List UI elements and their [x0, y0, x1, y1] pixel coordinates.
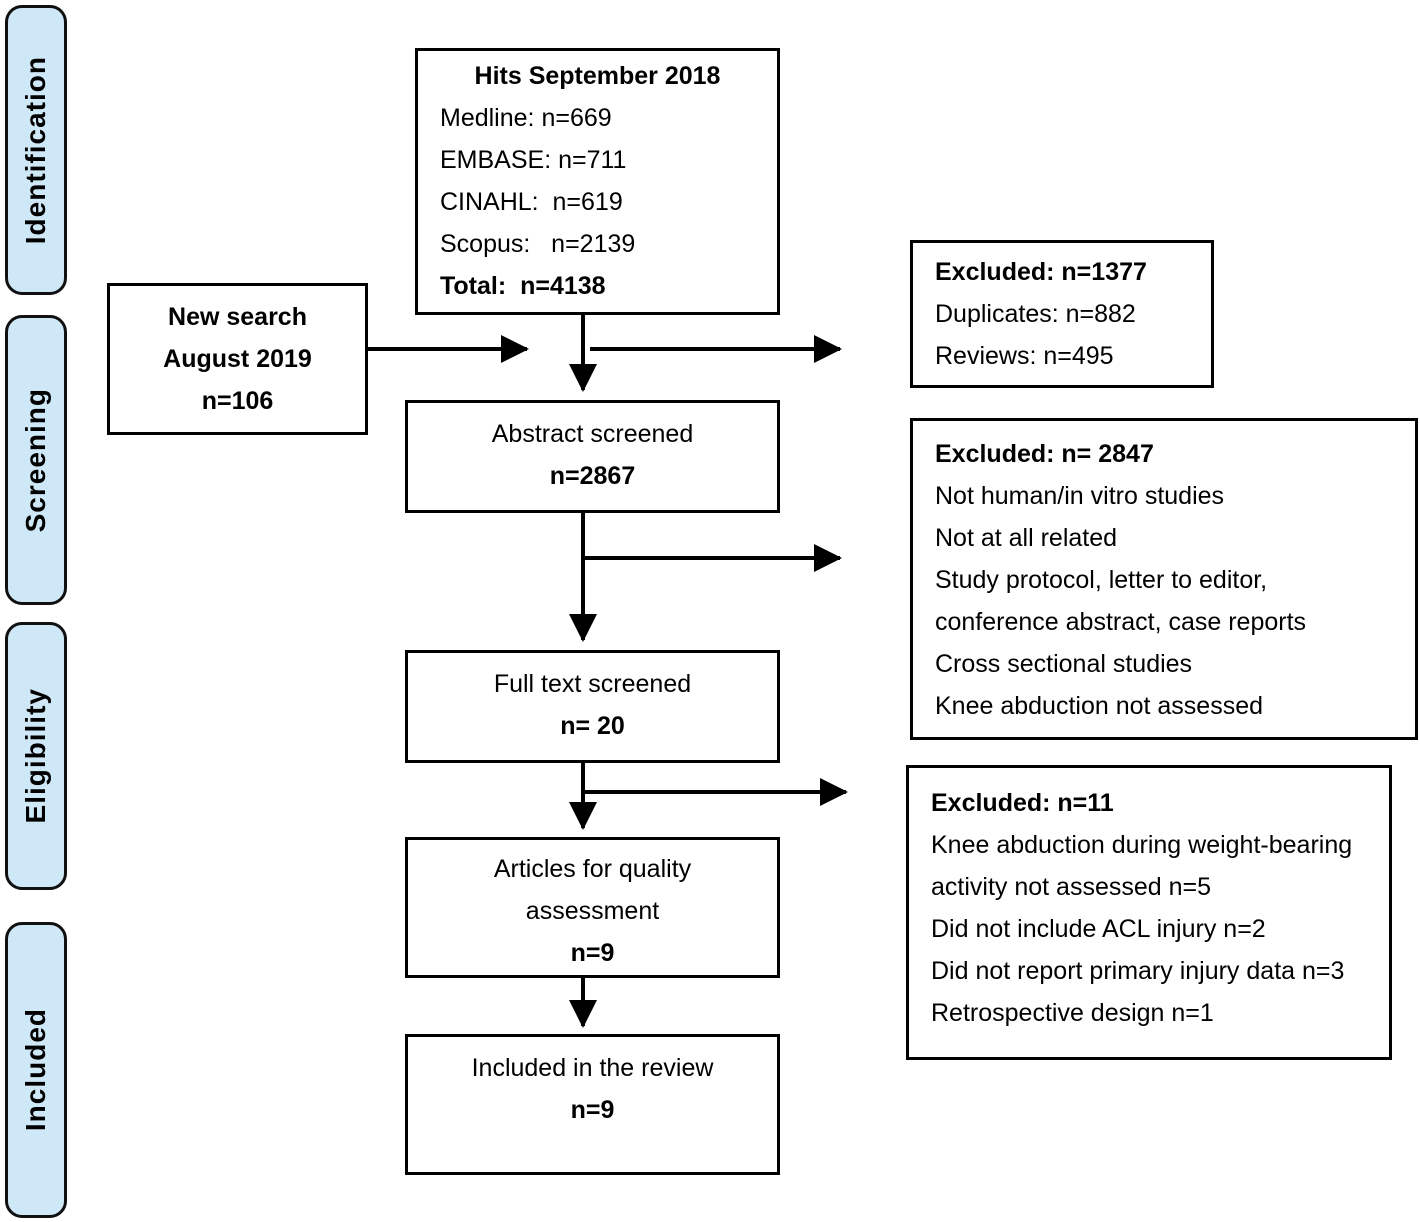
quality-assessment-count: n=9: [570, 939, 615, 967]
excluded3-header: Excluded: n=11: [931, 789, 1114, 817]
excluded3-line5: Retrospective design n=1: [931, 999, 1214, 1027]
quality-assessment-box: Articles for quality assessment n=9: [405, 837, 780, 978]
excluded3-line3: Did not include ACL injury n=2: [931, 915, 1266, 943]
hits-line-cinahl: CINAHL: n=619: [440, 188, 623, 216]
stage-identification: Identification: [5, 5, 67, 295]
full-text-screened-box: Full text screened n= 20: [405, 650, 780, 763]
excluded1-box: Excluded: n=1377 Duplicates: n=882 Revie…: [910, 240, 1214, 388]
full-text-screened-label: Full text screened: [493, 670, 692, 698]
hits-line-scopus: Scopus: n=2139: [440, 230, 636, 258]
excluded2-box: Excluded: n= 2847 Not human/in vitro stu…: [910, 418, 1418, 740]
excluded3-box: Excluded: n=11 Knee abduction during wei…: [906, 765, 1392, 1060]
stage-screening-label: Screening: [20, 387, 51, 533]
stage-eligibility: Eligibility: [5, 622, 67, 890]
quality-assessment-line1: Articles for quality: [493, 855, 692, 883]
stage-screening: Screening: [5, 315, 67, 605]
excluded3-line4: Did not report primary injury data n=3: [931, 957, 1345, 985]
excluded2-line6: Knee abduction not assessed: [935, 692, 1264, 720]
quality-assessment-line2: assessment: [525, 897, 660, 925]
excluded2-line3: Study protocol, letter to editor,: [935, 566, 1268, 594]
included-review-box: Included in the review n=9: [405, 1034, 780, 1175]
hits-box-title: Hits September 2018: [474, 62, 721, 90]
included-review-label: Included in the review: [471, 1054, 714, 1082]
abstract-screened-label: Abstract screened: [491, 420, 694, 448]
excluded2-line1: Not human/in vitro studies: [935, 482, 1225, 510]
excluded2-header: Excluded: n= 2847: [935, 440, 1154, 468]
excluded3-line2: activity not assessed n=5: [931, 873, 1212, 901]
excluded2-line2: Not at all related: [935, 524, 1118, 552]
stage-eligibility-label: Eligibility: [20, 688, 51, 824]
excluded1-header: Excluded: n=1377: [935, 258, 1147, 286]
new-search-line3: n=106: [201, 387, 274, 415]
new-search-line1: New search: [168, 303, 307, 331]
excluded1-line-duplicates: Duplicates: n=882: [935, 300, 1136, 328]
hits-line-embase: EMBASE: n=711: [440, 146, 627, 174]
new-search-line2: August 2019: [163, 345, 312, 373]
abstract-screened-box: Abstract screened n=2867: [405, 400, 780, 513]
stage-included: Included: [5, 922, 67, 1218]
new-search-box: New search August 2019 n=106: [107, 283, 368, 435]
excluded1-line-reviews: Reviews: n=495: [935, 342, 1114, 370]
full-text-screened-count: n= 20: [560, 712, 625, 740]
excluded2-line5: Cross sectional studies: [935, 650, 1193, 678]
hits-line-total: Total: n=4138: [440, 272, 606, 300]
stage-identification-label: Identification: [20, 55, 51, 245]
abstract-screened-count: n=2867: [549, 462, 636, 490]
excluded2-line4: conference abstract, case reports: [935, 608, 1307, 636]
hits-box: Hits September 2018 Medline: n=669 EMBAS…: [415, 48, 780, 315]
stage-included-label: Included: [20, 1008, 51, 1132]
included-review-count: n=9: [570, 1096, 615, 1124]
hits-line-medline: Medline: n=669: [440, 104, 612, 132]
excluded3-line1: Knee abduction during weight-bearing: [931, 831, 1353, 859]
